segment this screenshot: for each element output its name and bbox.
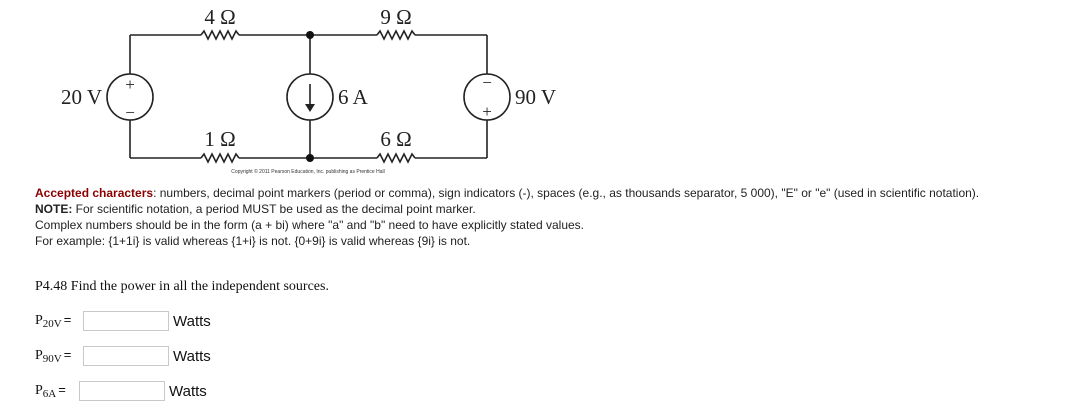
answer-label-90v: P90V= (35, 347, 72, 365)
resistor-top-right (376, 29, 416, 41)
answer-label-20v: P20V= (35, 312, 72, 330)
example-line: For example: {1+1i} is valid whereas {1+… (35, 234, 471, 248)
current-source-6a (286, 73, 334, 121)
unit-90v: Watts (173, 347, 211, 365)
voltage-source-90v (463, 73, 511, 121)
answer-label-6a: P6A= (35, 382, 66, 400)
minus-sign-left: − (125, 103, 135, 122)
note-text: For scientific notation, a period MUST b… (72, 202, 476, 216)
label-r-bottom-left: 1 Ω (204, 127, 235, 151)
answer-row-90v: P90V= Watts (35, 344, 211, 368)
unit-20v: Watts (173, 312, 211, 330)
complex-line: Complex numbers should be in the form (a… (35, 218, 584, 232)
label-r-top-right: 9 Ω (380, 5, 411, 29)
current-arrow-icon (305, 104, 315, 112)
label-v-left: 20 V (61, 85, 102, 109)
node-top (306, 31, 314, 39)
instructions: Accepted characters: numbers, decimal po… (35, 185, 979, 249)
plus-sign-left: + (125, 75, 135, 94)
p20v-input[interactable] (83, 311, 169, 331)
plus-sign-right: + (482, 102, 492, 121)
label-i-source: 6 A (338, 85, 369, 109)
resistor-top-left (200, 29, 240, 41)
accepted-line: Accepted characters: numbers, decimal po… (35, 185, 979, 201)
p90v-input[interactable] (83, 346, 169, 366)
accepted-label: Accepted characters (35, 186, 154, 200)
answer-row-20v: P20V= Watts (35, 309, 211, 333)
note-label: NOTE: (35, 202, 73, 216)
resistor-bottom-right (376, 152, 416, 164)
p6a-input[interactable] (79, 381, 165, 401)
node-bottom (306, 154, 314, 162)
resistor-bottom-left (200, 152, 240, 164)
label-r-bottom-right: 6 Ω (380, 127, 411, 151)
note-line: NOTE: For scientific notation, a period … (35, 201, 979, 217)
accepted-text: : numbers, decimal point markers (period… (153, 186, 980, 200)
label-r-top-left: 4 Ω (204, 5, 235, 29)
label-v-right: 90 V (515, 85, 556, 109)
circuit-diagram: 4 Ω 9 Ω 1 Ω 6 Ω 20 V 90 V 6 A + − − + Co… (61, 5, 556, 175)
answer-row-6a: P6A= Watts (35, 379, 207, 403)
copyright-text: Copyright © 2011 Pearson Education, Inc.… (231, 168, 384, 175)
voltage-source-20v (106, 73, 154, 121)
problem-statement: P4.48 Find the power in all the independ… (35, 279, 329, 294)
minus-sign-right: − (482, 73, 492, 92)
unit-6a: Watts (169, 382, 207, 400)
